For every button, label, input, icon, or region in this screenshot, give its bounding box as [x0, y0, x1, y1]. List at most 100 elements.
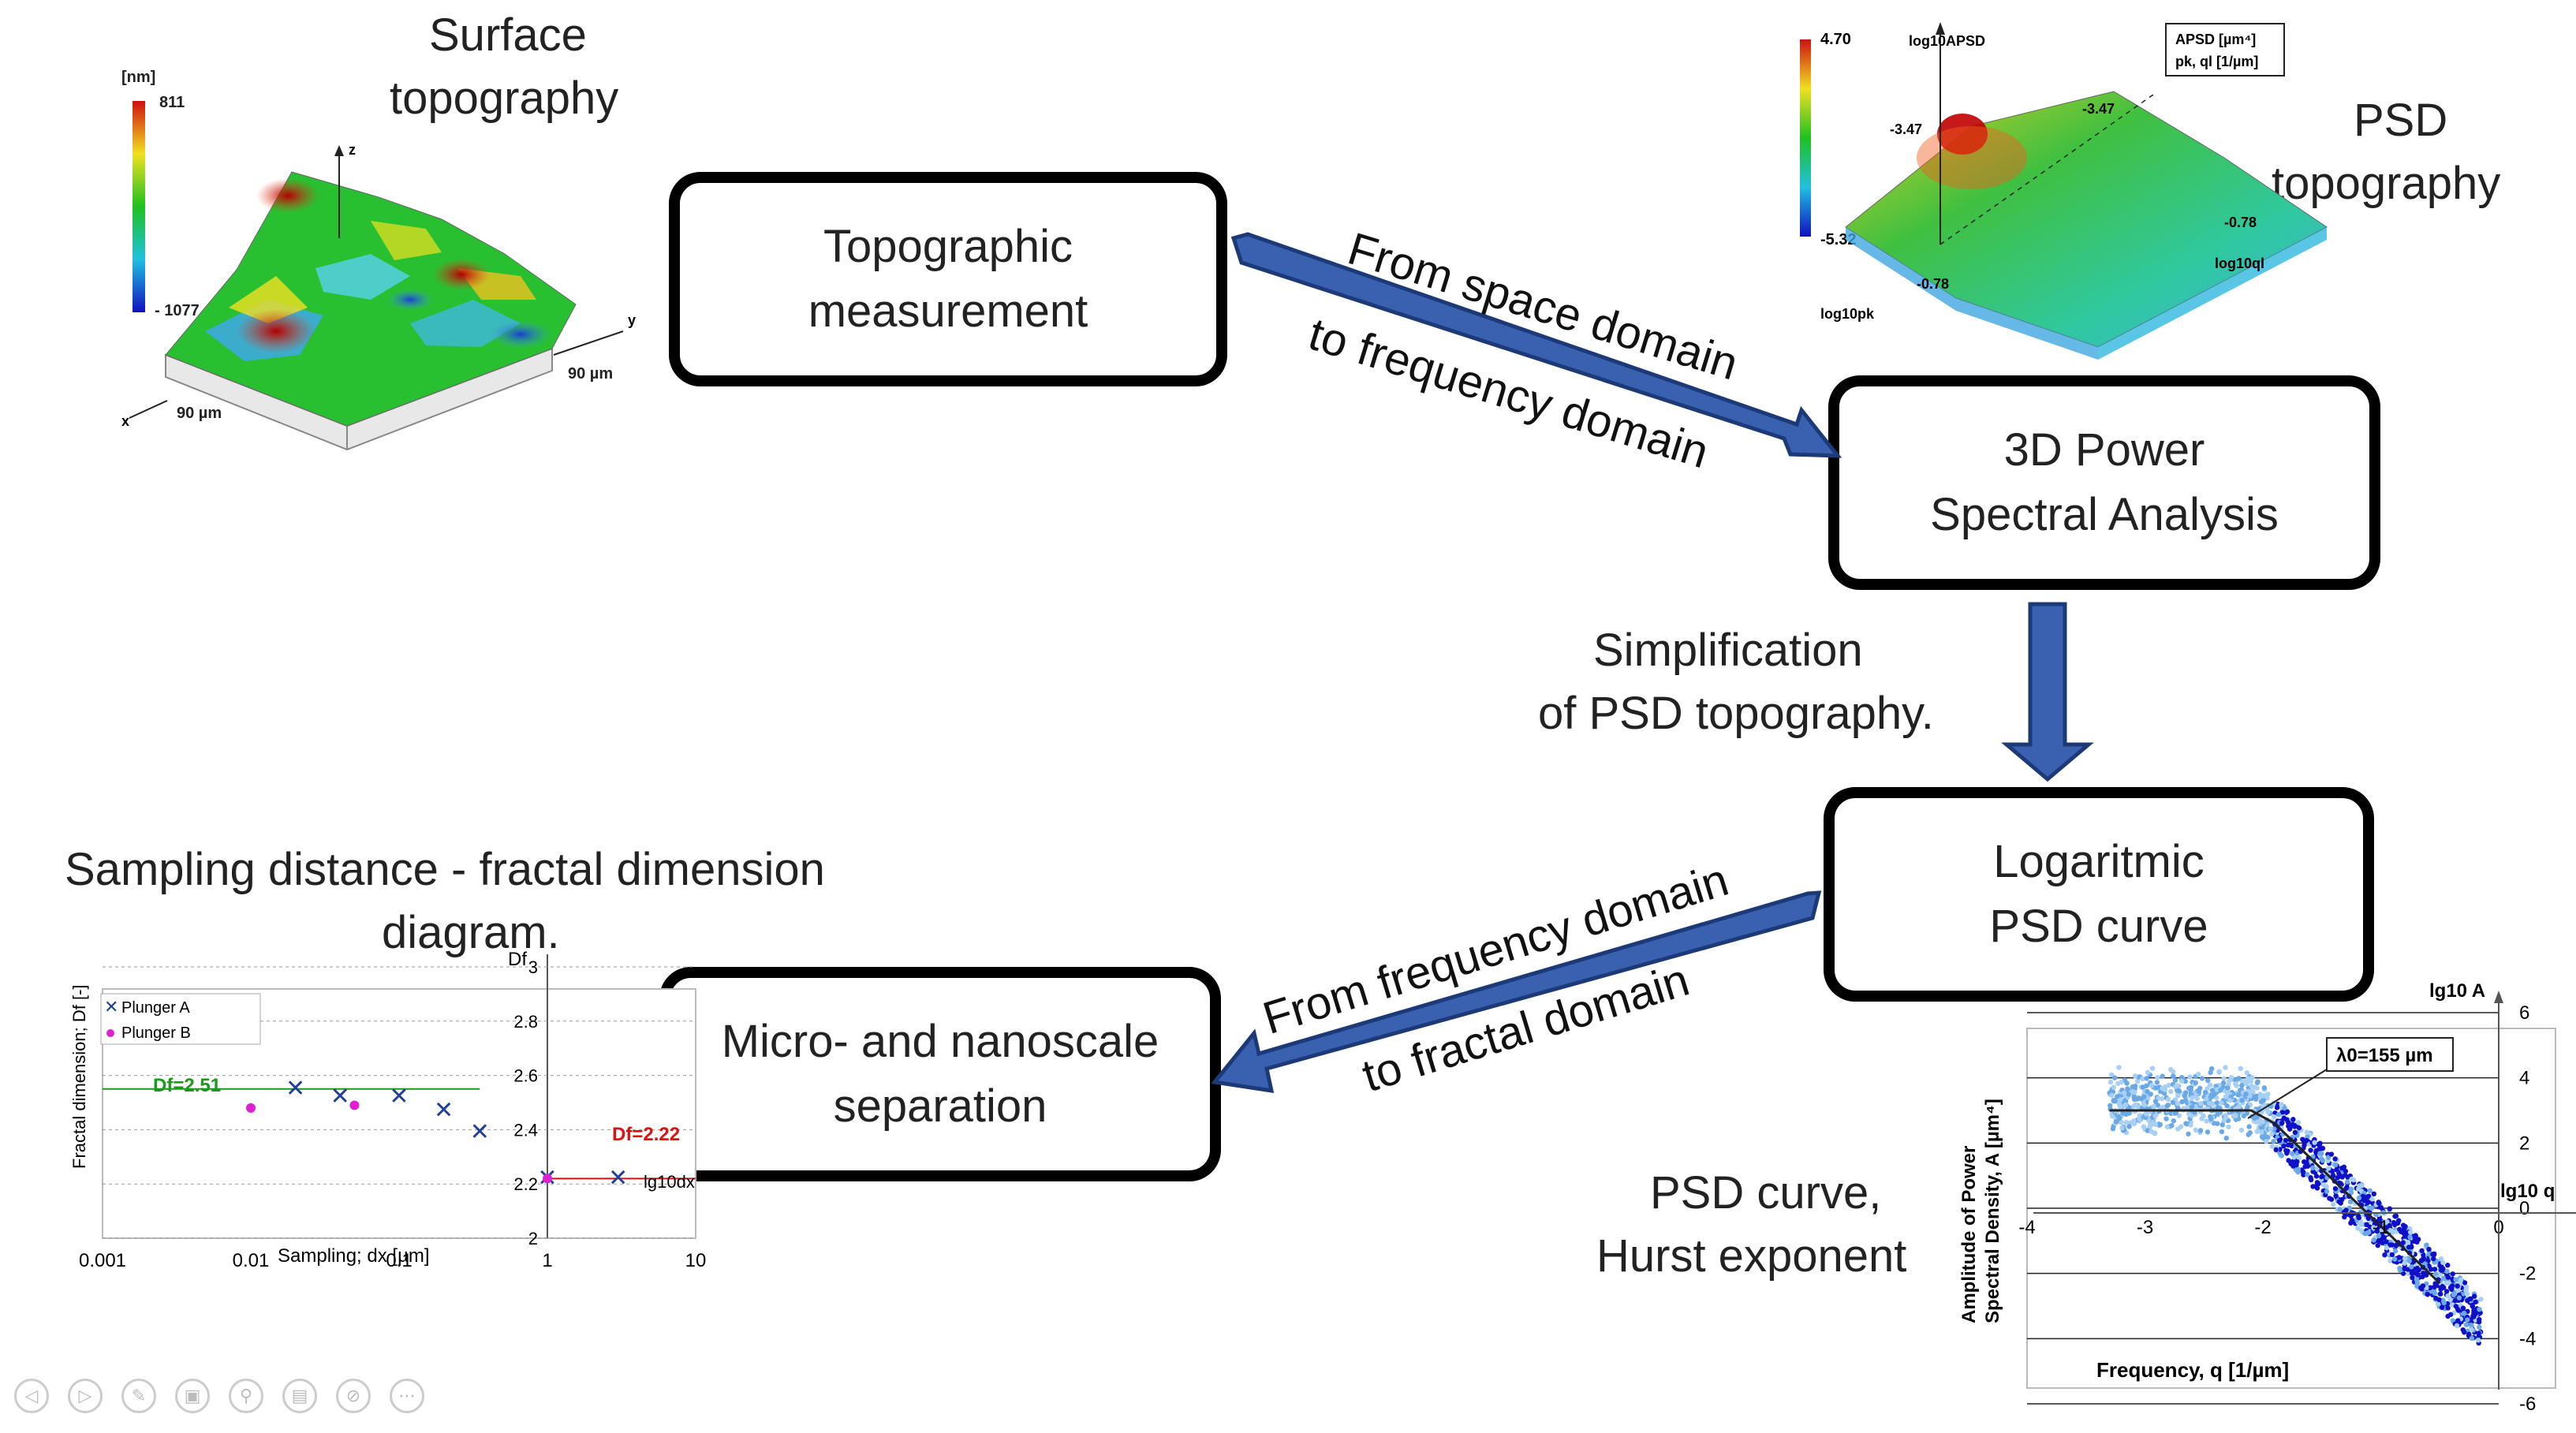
psdcurve-point [2462, 1330, 2467, 1335]
psdcurve-point [2366, 1230, 2372, 1235]
psdcurve-point [2243, 1092, 2249, 1097]
psdcurve-point [2211, 1092, 2217, 1098]
psdcurve-point [2278, 1152, 2283, 1158]
psdcurve-ytick: 2 [2519, 1133, 2529, 1154]
fractal-point-a: ✕ [434, 1097, 454, 1123]
caption-diagram: diagram. [382, 907, 560, 958]
psdcurve-point [2443, 1280, 2450, 1286]
psdcurve-point [2233, 1081, 2238, 1087]
psdcurve-point [2219, 1100, 2224, 1106]
psdcurve-point [2337, 1207, 2343, 1212]
psdcurve-point [2172, 1110, 2178, 1116]
psdcurve-point [2126, 1110, 2132, 1116]
psdcurve-point [2131, 1093, 2137, 1099]
psdcurve-point [2121, 1090, 2127, 1096]
fractal-xtick: 0.01 [233, 1250, 270, 1271]
psdcurve-point [2339, 1174, 2345, 1180]
psdcurve-point [2132, 1073, 2138, 1079]
psdcurve-point [2424, 1242, 2429, 1248]
psdcurve-point [2402, 1266, 2407, 1271]
psdcurve-point [2433, 1271, 2439, 1277]
psdcurve-point [2443, 1289, 2450, 1294]
psdcurve-point [2290, 1117, 2296, 1122]
psdcurve-point [2189, 1113, 2195, 1118]
surface-topography-plot: [nm] 811 - 1077 z y x 90 µm 90 µm [121, 69, 636, 451]
psdcurve-point [2235, 1092, 2241, 1098]
label-simplification: Simplification [1593, 625, 1863, 676]
psdcurve-point [2447, 1297, 2453, 1303]
psdcurve-point [2152, 1113, 2158, 1119]
psdcurve-point [2205, 1105, 2210, 1111]
psdcurve-point [2225, 1085, 2231, 1091]
psdcurve-point [2223, 1135, 2229, 1141]
psdcurve-point [2286, 1158, 2291, 1163]
psdcurve-point [2119, 1120, 2124, 1125]
psdcurve-point [2343, 1207, 2349, 1213]
psdcurve-point [2310, 1169, 2316, 1174]
psdcurve-point [2469, 1327, 2474, 1332]
psdcurve-point [2396, 1218, 2402, 1223]
fractal-point-a: ✕ [389, 1084, 409, 1110]
psdcurve-point [2208, 1116, 2214, 1121]
psdcurve-point [2418, 1258, 2424, 1263]
psdcurve-point [2436, 1297, 2442, 1303]
box-topographic-label: Topographic measurement [808, 221, 1088, 337]
psdcurve-point [2400, 1240, 2406, 1245]
psdcurve-point [2365, 1200, 2372, 1205]
fractal-xlabel: Sampling; dx [µm] [278, 1245, 430, 1267]
psdcurve-point [2224, 1103, 2230, 1109]
psdcurve-point [2148, 1092, 2153, 1097]
psdcurve-ytick: -2 [2519, 1263, 2536, 1285]
psdcurve-point [2269, 1131, 2275, 1137]
psdcurve-point [2384, 1245, 2390, 1251]
psdcurve-point [2107, 1103, 2113, 1109]
psdcurve-ytick: 0 [2519, 1198, 2529, 1219]
psdcurve-point [2178, 1078, 2185, 1084]
more-options-button[interactable]: ⋯ [390, 1379, 424, 1413]
psdcurve-point [2244, 1081, 2249, 1087]
psdcurve-point [2249, 1075, 2255, 1080]
psdcurve-point [2425, 1291, 2430, 1297]
psdcurve-point [2420, 1283, 2426, 1289]
psdcurve-point [2413, 1233, 2418, 1238]
psdcurve-point [2140, 1084, 2146, 1090]
psdcurve-point [2175, 1101, 2181, 1106]
psdcurve-point [2463, 1286, 2469, 1292]
psdcurve-point [2275, 1111, 2282, 1118]
psdcurve-point [2134, 1078, 2141, 1084]
surface-unit: [nm] [121, 69, 155, 86]
psdcurve-point [2168, 1088, 2174, 1095]
psdcurve-point [2330, 1168, 2335, 1174]
psdcurve-xtick: -4 [2018, 1217, 2035, 1238]
caption-psd-topography: topography [2272, 158, 2501, 209]
psdcurve-point [2380, 1240, 2385, 1246]
psdcurve-point [2369, 1205, 2375, 1211]
surface-min: - 1077 [155, 302, 200, 319]
zoom-button[interactable]: ⚲ [229, 1379, 263, 1413]
slide-sorter-button[interactable]: ▣ [175, 1379, 210, 1413]
arrow-space-to-frequency [1230, 232, 1842, 458]
fractal-ylabel: Fractal dimension; Df [-] [69, 984, 89, 1169]
psdcurve-point [2369, 1196, 2375, 1202]
pen-tool-button[interactable]: ✎ [121, 1379, 156, 1413]
subtitles-button[interactable]: ▤ [282, 1379, 317, 1413]
camera-button[interactable]: ⊘ [336, 1379, 371, 1413]
psdcurve-point [2342, 1214, 2347, 1220]
fractal-ytick: 2 [528, 1229, 538, 1248]
psdcurve-point [2310, 1165, 2316, 1170]
psdcurve-point [2356, 1195, 2362, 1201]
psdcurve-point [2228, 1075, 2234, 1080]
psdcurve-xtick: -1 [2373, 1217, 2389, 1238]
psdcurve-point [2456, 1295, 2462, 1301]
psdcurve-point [2407, 1234, 2413, 1240]
play-button[interactable]: ▷ [68, 1379, 103, 1413]
psdcurve-point [2120, 1110, 2126, 1116]
psdcurve-point [2259, 1129, 2264, 1135]
prev-slide-button[interactable]: ◁ [14, 1379, 49, 1413]
psdcurve-point [2265, 1134, 2271, 1140]
psdcurve-point [2216, 1069, 2222, 1074]
psdcurve-point [2463, 1322, 2470, 1327]
psdcurve-point [2208, 1069, 2213, 1076]
psdcurve-point [2190, 1095, 2195, 1101]
